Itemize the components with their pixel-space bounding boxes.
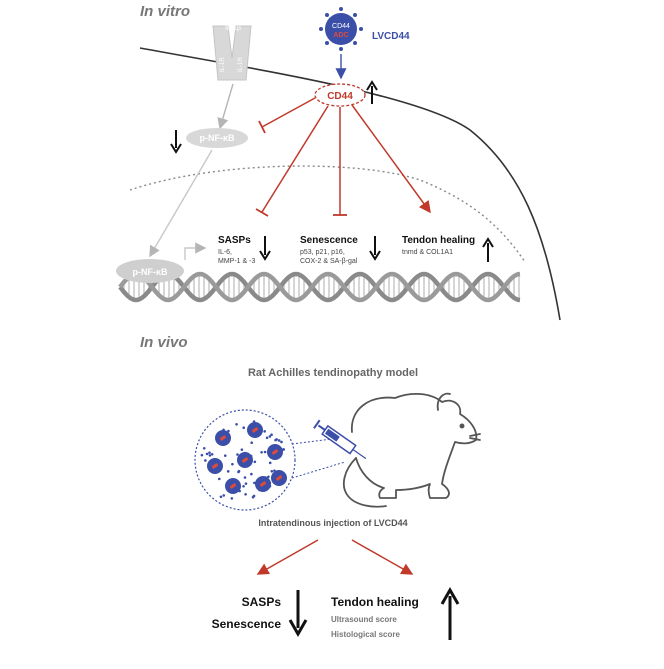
cluster-dot — [231, 497, 234, 500]
cluster-dot — [252, 496, 255, 499]
cluster-dot — [218, 478, 221, 481]
cd44-label: CD44 — [327, 91, 353, 102]
vesicle-label-bottom: ADC — [333, 32, 348, 39]
pnfkb-upper-label: p-NF-κB — [199, 133, 235, 143]
cluster-dot — [237, 471, 240, 474]
cluster-dot — [260, 451, 263, 454]
cluster-dot — [235, 423, 238, 426]
outcome-down-arrow — [290, 590, 306, 634]
cluster-dot — [203, 447, 206, 450]
cluster-dot — [241, 448, 244, 451]
outcome-sasps: SASPs — [242, 595, 282, 609]
branch-right-arrow — [352, 540, 412, 574]
cluster-dot — [236, 453, 239, 456]
receptor-sub-left: IL-1R — [220, 57, 226, 72]
receptor-label: IL-1β — [225, 25, 241, 32]
cluster-dot — [242, 426, 245, 429]
dna-helix — [120, 274, 520, 300]
cluster-dot — [263, 430, 266, 433]
outcome-healing: Tendon healing — [331, 595, 419, 609]
rat-icon — [344, 394, 480, 507]
cd44-inhibit-pnfkb — [262, 98, 315, 127]
outcome-histological: Histological score — [331, 630, 400, 639]
cluster-dot — [250, 473, 253, 476]
healing-title: Tendon healing — [402, 235, 475, 246]
cluster-dot — [222, 494, 225, 497]
cluster-dot — [206, 453, 209, 456]
vesicle-cluster — [195, 410, 295, 510]
senescence-line2: COX-2 & SA-β-gal — [300, 258, 358, 265]
cluster-dot — [204, 459, 207, 462]
cluster-dot — [266, 437, 269, 440]
pnfkb-down-arrow — [171, 130, 181, 152]
cluster-dot — [245, 482, 248, 485]
cluster-dot — [278, 439, 281, 442]
senescence-down-arrow — [370, 236, 380, 259]
cluster-dot — [244, 476, 247, 479]
sasps-line1: IL-6, — [218, 249, 232, 256]
cluster-dot — [250, 441, 253, 444]
cluster-dot — [269, 462, 272, 465]
syringe-icon — [314, 420, 369, 463]
healing-line1: tnmd & COL1A1 — [402, 249, 453, 256]
cluster-dot — [254, 460, 257, 463]
sasps-title: SASPs — [218, 235, 251, 246]
cluster-dot — [244, 493, 247, 496]
cluster-dot — [211, 453, 214, 456]
pnfkb-translocation-arrow — [150, 150, 212, 256]
senescence-title: Senescence — [300, 235, 358, 246]
model-title: Rat Achilles tendinopathy model — [248, 367, 418, 379]
sasps-down-arrow — [260, 236, 270, 259]
cluster-dot — [201, 454, 204, 457]
healing-up-arrow — [483, 239, 493, 262]
invitro-heading: In vitro — [140, 3, 190, 20]
cd44-activate-healing — [352, 105, 430, 212]
cluster-dot — [264, 451, 267, 454]
invivo-heading: In vivo — [140, 334, 188, 351]
receptor-sub-right: IL-1R — [238, 57, 244, 72]
cluster-dot — [208, 451, 211, 454]
cluster-dot — [220, 496, 223, 499]
il1-receptor: IL-1β IL-1R IL-1R — [213, 25, 251, 80]
cluster-dot — [227, 470, 230, 473]
cluster-dot — [274, 439, 277, 442]
branch-left-arrow — [258, 540, 318, 574]
cluster-dot — [270, 433, 273, 436]
outcome-up-arrow — [442, 590, 458, 640]
vesicle-label-top: CD44 — [332, 23, 350, 30]
receptor-to-pnfkb-arrow — [220, 84, 233, 128]
vesicle-name: LVCD44 — [372, 31, 410, 42]
lvcd44-vesicle: CD44 ADC — [319, 7, 363, 51]
cluster-dot — [280, 441, 283, 444]
outcome-senescence: Senescence — [212, 617, 282, 631]
outcome-ultrasound: Ultrasound score — [331, 615, 397, 624]
cluster-dot — [270, 470, 273, 473]
sasps-line2: MMP-1 & -3 — [218, 258, 255, 265]
injection-label: Intratendinous injection of LVCD44 — [258, 518, 407, 528]
pnfkb-transcription-arrow — [185, 248, 205, 260]
pnfkb-lower-label: p-NF-κB — [132, 267, 168, 277]
cluster-dot — [209, 454, 212, 457]
cluster-dot — [242, 485, 245, 488]
senescence-line1: p53, p21, p16, — [300, 249, 345, 256]
cluster-dot — [231, 463, 234, 466]
cluster-dot — [224, 454, 227, 457]
